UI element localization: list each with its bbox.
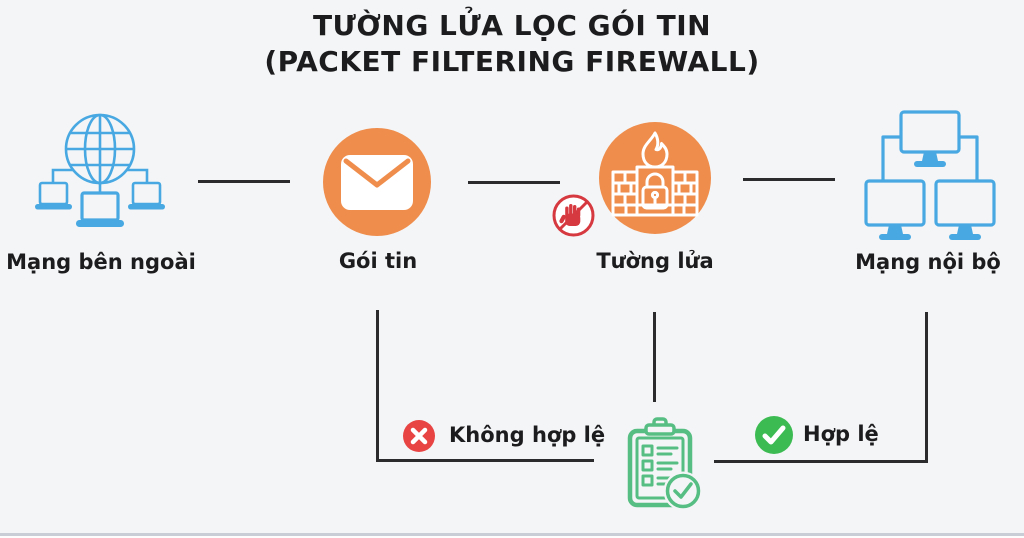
valid-path-line — [714, 460, 928, 463]
invalid-path-line — [376, 459, 594, 462]
packet-label: Gói tin — [338, 249, 418, 273]
stop-hand-icon — [552, 194, 595, 237]
external-network-label: Mạng bên ngoài — [6, 250, 196, 274]
rules-checklist-icon — [627, 417, 703, 511]
firewall-to-checklist-line — [653, 312, 656, 402]
connector-firewall-internal — [743, 178, 835, 181]
title-line-2: (PACKET FILTERING FIREWALL) — [264, 45, 760, 78]
check-circle-icon — [755, 416, 793, 454]
bottom-white-strip — [0, 536, 1024, 538]
connector-packet-firewall — [468, 181, 560, 184]
invalid-label: Không hợp lệ — [449, 423, 606, 447]
valid-label: Hợp lệ — [803, 422, 879, 446]
computer-network-icon — [864, 110, 996, 240]
internal-down-line — [925, 312, 928, 463]
bottom-divider — [0, 533, 1024, 536]
internal-network-label: Mạng nội bộ — [855, 250, 1001, 274]
connector-external-packet — [198, 180, 290, 183]
envelope-icon — [323, 128, 431, 236]
firewall-brick-lock-icon — [599, 122, 711, 234]
title-line-1: TƯỜNG LỬA LỌC GÓI TIN — [312, 9, 712, 42]
globe-network-icon — [35, 113, 165, 227]
packet-down-line — [376, 310, 379, 462]
firewall-label: Tường lửa — [596, 249, 714, 273]
page-title: TƯỜNG LỬA LỌC GÓI TIN (PACKET FILTERING … — [0, 8, 1024, 80]
cross-circle-icon — [403, 420, 435, 452]
